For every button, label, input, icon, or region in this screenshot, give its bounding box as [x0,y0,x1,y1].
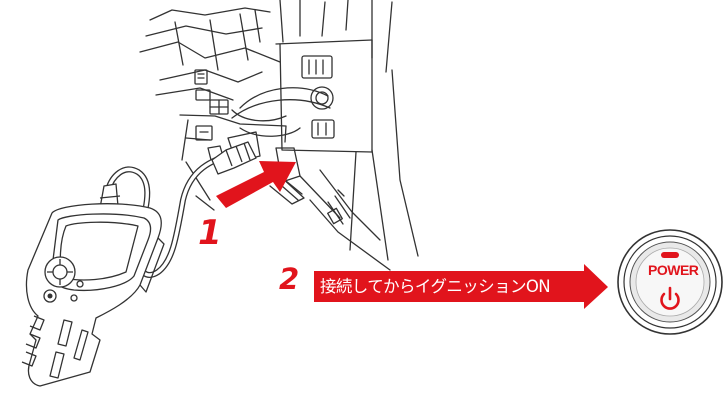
insert-arrow [216,161,296,208]
power-button-label: POWER [648,262,699,278]
obd-connector [211,141,257,175]
scope-device [21,183,165,387]
power-symbol-icon [660,286,680,310]
power-button [617,229,723,335]
power-indicator [661,252,679,258]
step-2-instruction: 接続してからイグニッションON [314,271,584,302]
step-1-number: 1 [198,213,222,253]
step-2-number: 2 [279,262,300,296]
dashboard-illustration [139,0,419,271]
step2-arrow [584,264,608,309]
